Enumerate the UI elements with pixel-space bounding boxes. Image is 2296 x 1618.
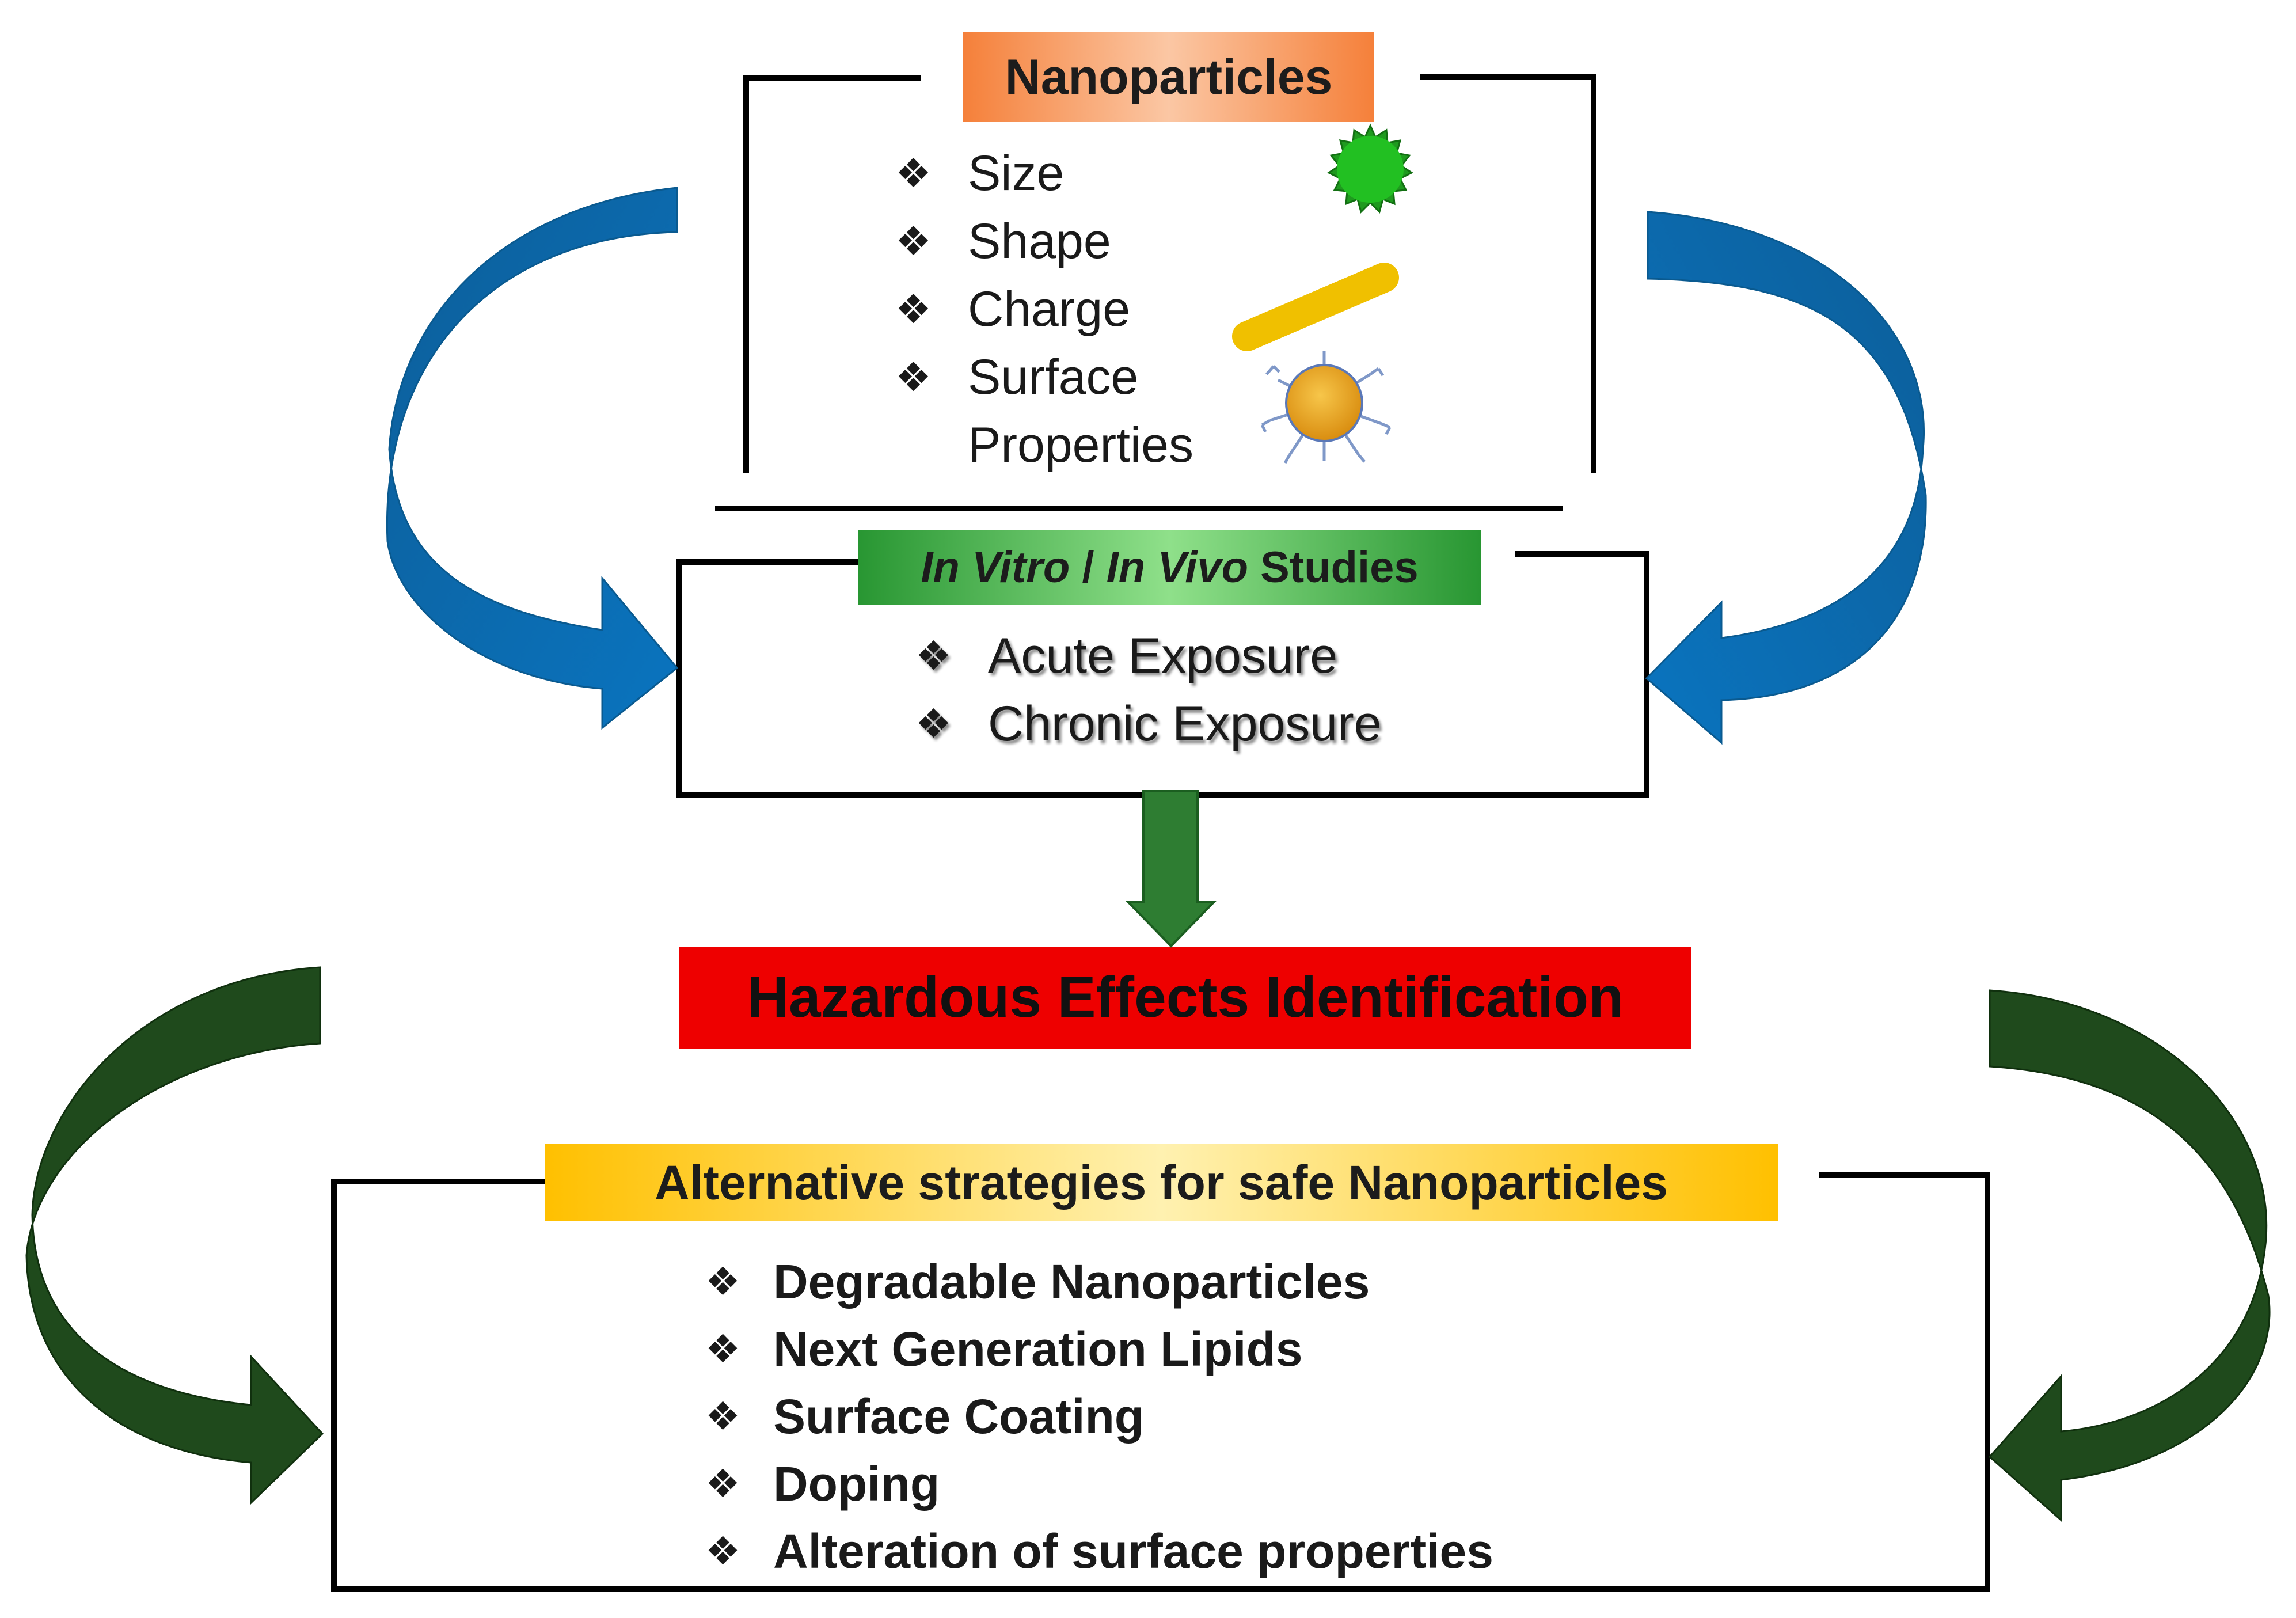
hazard-title-bg <box>679 947 1691 1049</box>
list-item: ❖Doping <box>705 1450 1493 1518</box>
nanoparticles-box-frame <box>743 75 921 473</box>
list-item: ❖Chronic Exposure <box>915 690 1382 758</box>
diamond-bullet-icon: ❖ <box>895 354 932 401</box>
nanoparticle-properties-list: ❖Size ❖Shape ❖Charge ❖Surface Properties <box>895 139 1193 479</box>
list-item: ❖Shape <box>895 207 1193 275</box>
blue-curved-arrow-left <box>386 187 679 730</box>
diamond-bullet-icon: ❖ <box>915 632 952 679</box>
list-item: ❖Next Generation Lipids <box>705 1316 1493 1383</box>
green-down-arrow <box>1126 790 1217 948</box>
list-item: ❖Acute Exposure <box>915 622 1382 690</box>
alternatives-title-text: Alternative strategies for safe Nanopart… <box>655 1155 1668 1210</box>
list-item: ❖Alteration of surface properties <box>705 1518 1493 1585</box>
in-vivo-label: In Vivo <box>1106 542 1249 592</box>
strategies-list: ❖Degradable Nanoparticles ❖Next Generati… <box>705 1248 1493 1585</box>
title-separator: / <box>1070 542 1107 592</box>
list-item: Properties <box>968 417 1193 473</box>
studies-title: In Vitro / In Vivo Studies <box>858 530 1481 605</box>
diamond-bullet-icon: ❖ <box>705 1394 740 1440</box>
list-item: ❖Surface <box>895 343 1193 411</box>
studies-label: Studies <box>1248 542 1419 592</box>
nanoparticles-title-bg <box>963 32 1374 122</box>
nanorod-icon <box>1232 263 1399 351</box>
alternatives-title: Alternative strategies for safe Nanopart… <box>545 1144 1778 1221</box>
diamond-bullet-icon: ❖ <box>895 218 932 265</box>
nanoparticles-title-text: Nanoparticles <box>1005 49 1333 105</box>
exposure-list: ❖Acute Exposure ❖Chronic Exposure <box>915 622 1382 758</box>
diamond-bullet-icon: ❖ <box>705 1461 740 1507</box>
list-item: ❖Surface Coating <box>705 1383 1493 1450</box>
green-curved-arrow-left <box>25 966 324 1505</box>
diamond-bullet-icon: ❖ <box>915 700 952 747</box>
blue-curved-arrow-right <box>1645 211 1927 745</box>
nanoparticles-title: Nanoparticles <box>963 32 1374 122</box>
list-item: ❖Degradable Nanoparticles <box>705 1248 1493 1316</box>
hazard-title: Hazardous Effects Identification <box>679 947 1691 1049</box>
hazard-title-text: Hazardous Effects Identification <box>747 965 1624 1030</box>
alternatives-title-bg <box>545 1144 1778 1221</box>
nanoparticles-box-frame-right <box>1420 74 1596 473</box>
spiky-sphere-icon <box>1327 123 1413 214</box>
diamond-bullet-icon: ❖ <box>895 150 932 197</box>
diamond-bullet-icon: ❖ <box>895 286 932 333</box>
in-vitro-label: In Vitro <box>921 542 1070 592</box>
diamond-bullet-icon: ❖ <box>705 1529 740 1574</box>
green-curved-arrow-right <box>1988 989 2271 1522</box>
list-item: ❖Charge <box>895 275 1193 343</box>
diamond-bullet-icon: ❖ <box>705 1259 740 1305</box>
coated-nanoparticle-icon <box>1260 351 1392 464</box>
studies-title-bg <box>858 530 1481 605</box>
list-item: ❖Size <box>895 139 1193 207</box>
alternatives-box-frame <box>331 1172 1990 1592</box>
diamond-bullet-icon: ❖ <box>705 1327 740 1372</box>
